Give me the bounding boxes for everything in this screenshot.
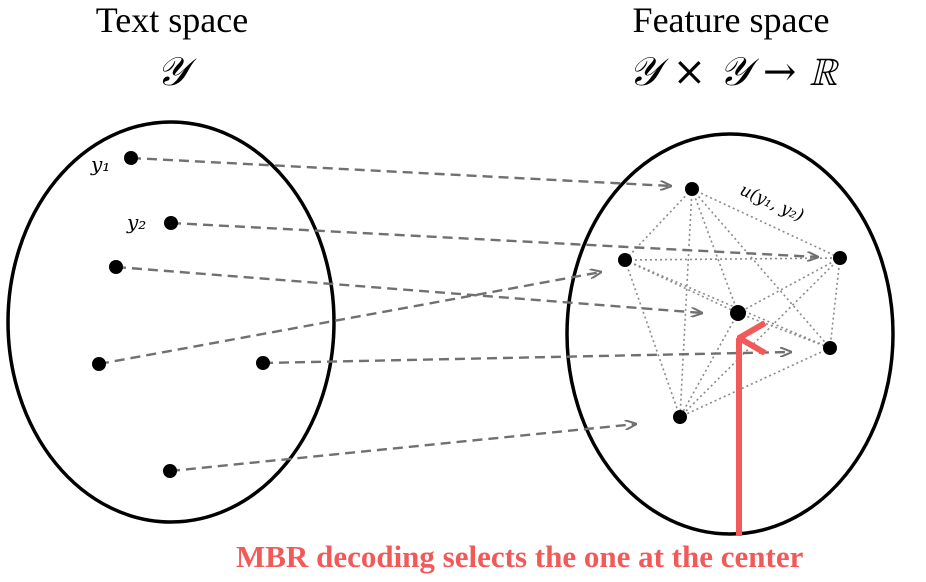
similarity-edge — [624, 259, 681, 418]
mbr-caption: MBR decoding selects the one at the cent… — [236, 539, 804, 574]
text-point — [256, 356, 270, 370]
text-point — [163, 464, 177, 478]
mapping-arrow — [262, 352, 791, 365]
feature-point — [833, 251, 847, 265]
points — [92, 151, 847, 478]
y2-label: y₂ — [127, 210, 147, 234]
similarity-edge — [829, 257, 841, 349]
similarity-edge — [691, 188, 841, 259]
feature-space-symbol: 𝒴 × 𝒴 → ℝ — [628, 49, 838, 95]
similarity-edge — [679, 257, 841, 418]
similarity-edge — [737, 312, 831, 349]
mapping-arrow — [169, 424, 636, 473]
similarity-edge — [679, 188, 693, 418]
text-space-symbol: 𝒴 — [156, 49, 188, 95]
feature-point — [618, 253, 632, 267]
similarity-edges — [624, 188, 841, 418]
mapping-arrow — [98, 272, 601, 366]
text-point — [164, 216, 178, 230]
similarity-edge — [679, 347, 831, 418]
feature-point — [823, 341, 837, 355]
mapping-arrow — [115, 265, 702, 313]
mapping-arrows — [98, 156, 818, 473]
similarity-edge — [737, 257, 841, 314]
feature-space-title: Feature space — [632, 0, 830, 40]
feature-point — [685, 182, 699, 196]
y1-label: y₁ — [91, 152, 111, 176]
text-space-ellipse — [6, 120, 336, 524]
text-point — [124, 151, 138, 165]
feature-space-ellipse — [565, 132, 895, 536]
similarity-edge — [624, 257, 841, 261]
similarity-edge — [691, 188, 831, 349]
similarity-edge — [624, 259, 739, 314]
text-point — [109, 260, 123, 274]
mapping-arrow — [130, 156, 671, 186]
text-space-title: Text space — [95, 0, 249, 40]
mapping-arrow — [170, 221, 818, 257]
feature-point — [673, 410, 687, 424]
center-feature-point — [730, 305, 746, 321]
text-point — [92, 357, 106, 371]
similarity-edge — [679, 312, 739, 418]
similarity-edge — [624, 259, 831, 349]
